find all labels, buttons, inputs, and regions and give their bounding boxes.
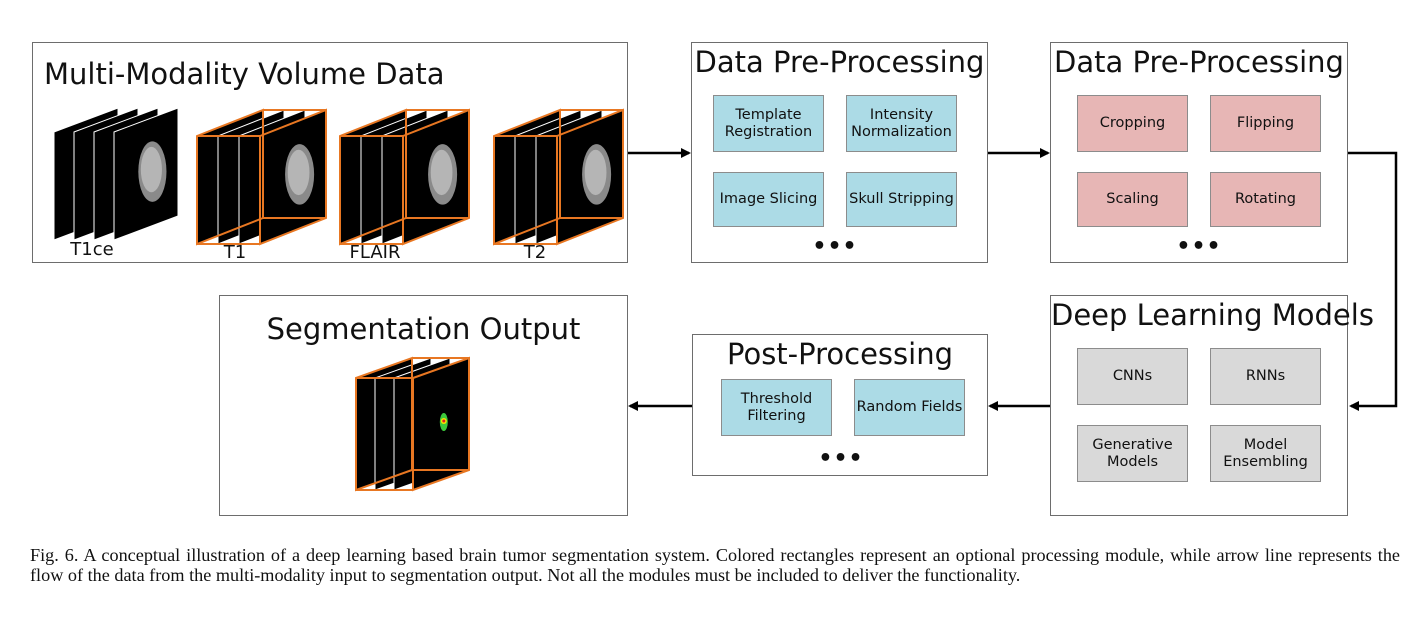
module-threshold-filtering: Threshold Filtering bbox=[721, 379, 832, 436]
volume-t1ce bbox=[53, 107, 179, 241]
module-intensity-normalization: Intensity Normalization bbox=[846, 95, 957, 152]
volume-t2 bbox=[493, 108, 624, 246]
brain-tissue bbox=[140, 146, 162, 193]
brain-tissue bbox=[584, 149, 607, 196]
postprocessing-panel: Post-Processing Threshold Filtering Rand… bbox=[692, 334, 988, 476]
brain-tissue bbox=[287, 149, 310, 196]
module-random-fields: Random Fields bbox=[854, 379, 965, 436]
module-rotating: Rotating bbox=[1210, 172, 1321, 227]
postprocessing-title: Post-Processing bbox=[727, 337, 953, 371]
module-flipping: Flipping bbox=[1210, 95, 1321, 152]
module-cnns: CNNs bbox=[1077, 348, 1188, 405]
module-model-ensembling: Model Ensembling bbox=[1210, 425, 1321, 482]
preprocessing-panel-2: Data Pre-Processing Cropping Flipping Sc… bbox=[1050, 42, 1348, 263]
volume-label-t1: T1 bbox=[223, 242, 247, 263]
models-panel: Deep Learning Models CNNs RNNs Generativ… bbox=[1050, 295, 1374, 516]
output-title: Segmentation Output bbox=[266, 312, 581, 346]
preprocessing-panel-1: Data Pre-Processing Template Registratio… bbox=[691, 42, 988, 263]
module-rnns: RNNs bbox=[1210, 348, 1321, 405]
volume-label-t2: T2 bbox=[523, 242, 547, 263]
preprocessing-1-title: Data Pre-Processing bbox=[694, 45, 985, 79]
figure-caption: Fig. 6. A conceptual illustration of a d… bbox=[30, 545, 1400, 585]
volume-label-flair: FLAIR bbox=[349, 242, 401, 263]
module-generative-models: Generative Models bbox=[1077, 425, 1188, 482]
preprocessing-2-title: Data Pre-Processing bbox=[1054, 45, 1344, 79]
models-title: Deep Learning Models bbox=[1051, 298, 1374, 332]
module-template-registration: Template Registration bbox=[713, 95, 824, 152]
tumor-enhancing bbox=[442, 419, 446, 423]
module-skull-stripping: Skull Stripping bbox=[846, 172, 957, 227]
brain-tissue bbox=[430, 149, 453, 196]
module-cropping: Cropping bbox=[1077, 95, 1188, 152]
module-image-slicing: Image Slicing bbox=[713, 172, 824, 227]
volume-label-t1ce: T1ce bbox=[70, 239, 114, 260]
module-scaling: Scaling bbox=[1077, 172, 1188, 227]
volume-t1 bbox=[196, 108, 327, 246]
input-panel-title: Multi-Modality Volume Data bbox=[44, 57, 445, 91]
arrow-preprocessing-to-models bbox=[1348, 151, 1398, 411]
volume-flair bbox=[339, 108, 470, 246]
segmentation-volume bbox=[355, 356, 470, 492]
